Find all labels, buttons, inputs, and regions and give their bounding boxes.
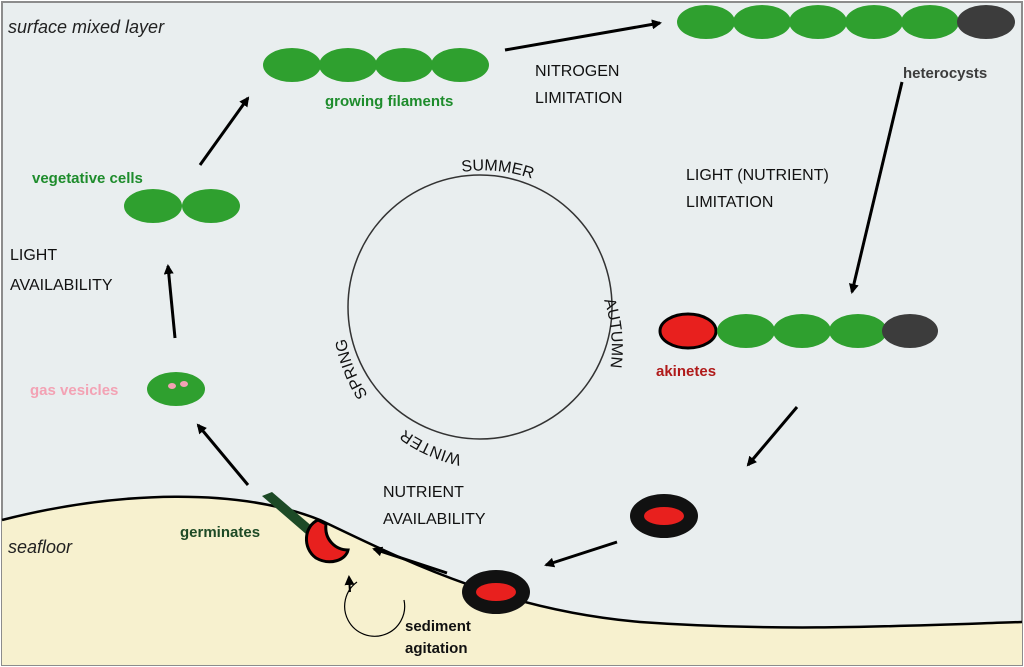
filament-cell xyxy=(263,48,321,82)
filament-cell xyxy=(845,5,903,39)
growing-filament xyxy=(263,48,489,82)
arrow-filaments-to-heterocysts xyxy=(504,19,662,52)
nitrogen-label-line2: LIMITATION xyxy=(535,90,622,107)
akinete-core xyxy=(476,583,516,601)
light-label-line2: AVAILABILITY xyxy=(10,277,113,294)
filament-cell xyxy=(733,5,791,39)
germinates-label: germinates xyxy=(180,524,260,541)
heterocyst-filament xyxy=(677,5,1015,39)
vegetative-cell xyxy=(182,189,240,223)
vegetative-cell xyxy=(147,372,205,406)
heterocysts-label: heterocysts xyxy=(903,65,987,82)
vegetative-cell xyxy=(124,189,182,223)
akinete-filament xyxy=(658,312,938,350)
germinating-akinete xyxy=(262,492,350,564)
seafloor-zone-label: seafloor xyxy=(8,537,73,557)
growing-filaments-label: growing filaments xyxy=(325,93,453,110)
filament-cell xyxy=(717,314,775,348)
gas-vesicle-cell xyxy=(147,372,205,406)
seafloor-area xyxy=(2,496,1022,665)
filament-cell xyxy=(901,5,959,39)
sinking-akinete xyxy=(630,494,698,538)
arrow-to-growing-filaments xyxy=(198,96,250,166)
arrow-heterocysts-to-akinetes xyxy=(848,81,904,294)
filament-cell xyxy=(773,314,831,348)
arrow-to-germination xyxy=(372,546,448,575)
gas-vesicle xyxy=(180,381,188,387)
arrow-to-vegetative-cells xyxy=(163,264,177,339)
filament-cell xyxy=(789,5,847,39)
nutrient-label-line1: NUTRIENT xyxy=(383,484,464,501)
light-nutrient-label-line1: LIGHT (NUTRIENT) xyxy=(686,167,829,184)
surface-zone-label: surface mixed layer xyxy=(8,17,165,37)
sediment-agitation-arrow xyxy=(344,575,355,593)
arrow-germling-rising xyxy=(196,423,250,486)
light-nutrient-label-line2: LIMITATION xyxy=(686,194,773,211)
nutrient-label-line2: AVAILABILITY xyxy=(383,511,486,528)
akinete-cell xyxy=(658,312,718,350)
arrow-akinete-sinking xyxy=(544,540,618,568)
akinete-core xyxy=(644,507,684,525)
light-label-line1: LIGHT xyxy=(10,247,57,264)
arrow-akinete-release xyxy=(746,406,799,467)
filament-cell xyxy=(677,5,735,39)
filament-cell xyxy=(829,314,887,348)
resting-akinete xyxy=(462,570,530,614)
sediment-label-line2: agitation xyxy=(405,640,468,657)
akinete-shell xyxy=(305,518,350,564)
sediment-agitation-loop xyxy=(344,581,406,637)
vegetative-cells-label: vegetative cells xyxy=(32,170,143,187)
filament-cell xyxy=(319,48,377,82)
akinetes-label: akinetes xyxy=(656,363,716,380)
filament-cell xyxy=(431,48,489,82)
gas-vesicle xyxy=(168,383,176,389)
nitrogen-label-line1: NITROGEN xyxy=(535,63,619,80)
heterocyst-cell xyxy=(882,314,938,348)
vegetative-cells xyxy=(124,189,240,223)
sediment-label-line1: sediment xyxy=(405,618,471,635)
filament-cell xyxy=(375,48,433,82)
heterocyst-cell xyxy=(957,5,1015,39)
season-circle xyxy=(347,174,613,440)
germling xyxy=(262,492,314,534)
gas-vesicles-label: gas vesicles xyxy=(30,382,118,399)
